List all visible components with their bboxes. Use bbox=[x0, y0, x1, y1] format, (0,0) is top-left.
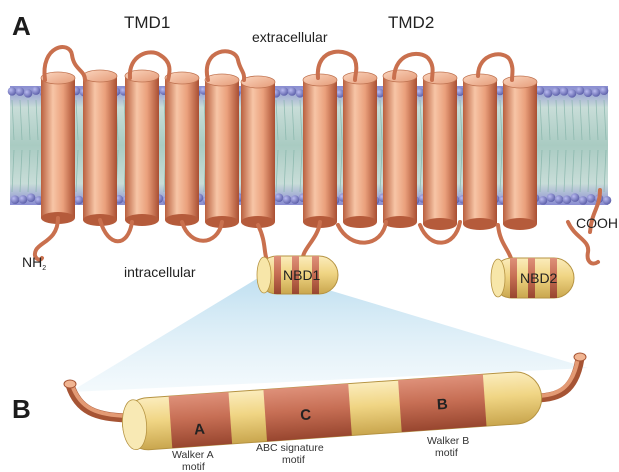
nbd2-domain: NBD2 bbox=[491, 258, 574, 298]
lipid-head bbox=[603, 196, 612, 205]
segment-b-letter: B bbox=[436, 396, 448, 414]
lipid-head bbox=[560, 87, 569, 96]
lipid-head bbox=[275, 193, 284, 202]
extracellular-label: extracellular bbox=[252, 29, 328, 45]
tmd1-label: TMD1 bbox=[124, 13, 170, 32]
transmembrane-helix bbox=[241, 76, 275, 228]
abc-signature-caption-line2: motif bbox=[282, 454, 305, 466]
transmembrane-helix bbox=[303, 74, 337, 228]
lipid-head bbox=[563, 195, 572, 204]
intracellular-label: intracellular bbox=[124, 264, 196, 280]
lipid-head bbox=[8, 87, 17, 96]
lipid-head bbox=[291, 195, 300, 204]
transmembrane-helix bbox=[343, 72, 377, 228]
lipid-head bbox=[75, 196, 84, 205]
transmembrane-helix bbox=[463, 74, 497, 230]
lipid-head bbox=[283, 195, 292, 204]
nbd1-label: NBD1 bbox=[283, 267, 321, 283]
panel-b-letter: B bbox=[12, 394, 31, 424]
lipid-head bbox=[600, 86, 609, 95]
c-terminus-label: COOH bbox=[576, 215, 618, 231]
lipid-head bbox=[27, 193, 36, 202]
transmembrane-helix bbox=[83, 70, 117, 226]
nbd1-domain: NBD1 bbox=[257, 256, 338, 294]
lipid-head bbox=[288, 87, 297, 96]
lipid-head bbox=[568, 89, 577, 98]
lipid-head bbox=[592, 88, 601, 97]
lipid-head bbox=[552, 87, 561, 96]
lipid-head bbox=[16, 87, 25, 96]
transmembrane-helix bbox=[165, 72, 199, 226]
lipid-head bbox=[544, 89, 553, 98]
lipid-head bbox=[555, 195, 564, 204]
transmembrane-helix bbox=[125, 70, 159, 226]
walker-a-caption-line2: motif bbox=[182, 461, 205, 472]
lipid-head bbox=[579, 196, 588, 205]
segment-a-letter: A bbox=[193, 421, 205, 439]
nbd2-label: NBD2 bbox=[520, 270, 558, 286]
lipid-head bbox=[11, 195, 20, 204]
transmembrane-helix bbox=[205, 74, 239, 228]
lipid-head bbox=[584, 88, 593, 97]
walker-a-caption-line1: Walker A bbox=[172, 449, 214, 461]
lipid-head bbox=[571, 193, 580, 202]
lipid-head bbox=[19, 195, 28, 204]
lipid-head bbox=[24, 89, 33, 98]
transmembrane-helix bbox=[41, 72, 75, 224]
tmd2-label: TMD2 bbox=[388, 13, 434, 32]
panel-a-letter: A bbox=[12, 11, 31, 41]
lipid-head bbox=[547, 193, 556, 202]
lipid-head bbox=[539, 196, 548, 205]
walker-a-segment bbox=[169, 392, 232, 448]
lipid-head bbox=[280, 87, 289, 96]
lipid-head bbox=[587, 194, 596, 203]
lipid-head bbox=[576, 86, 585, 95]
walker-b-caption-line1: Walker B bbox=[427, 435, 469, 447]
transmembrane-helix bbox=[503, 76, 537, 230]
abc-signature-caption-line1: ABC signature bbox=[256, 442, 324, 454]
segment-c-letter: C bbox=[300, 406, 312, 424]
walker-b-caption-line2: motif bbox=[435, 447, 458, 459]
transmembrane-helix bbox=[423, 72, 457, 230]
lipid-head bbox=[32, 86, 41, 95]
transmembrane-helix bbox=[383, 70, 417, 228]
